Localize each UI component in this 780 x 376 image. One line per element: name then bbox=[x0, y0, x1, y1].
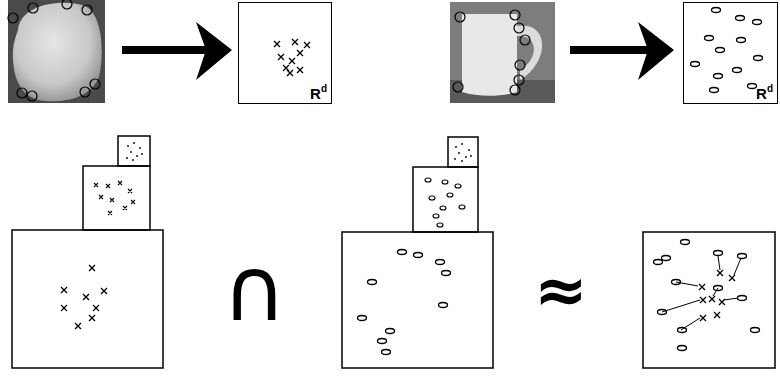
feature-space-box: Rd bbox=[683, 2, 778, 104]
space-label: Rd bbox=[310, 84, 327, 101]
histogram-pyramid bbox=[342, 137, 493, 368]
space-symbol: R bbox=[756, 85, 767, 102]
feature-space-box: Rd bbox=[238, 2, 332, 104]
intersection-symbol: ∩ bbox=[222, 246, 286, 334]
approx-symbol: ≈ bbox=[534, 258, 588, 322]
feature-points bbox=[274, 8, 763, 93]
mug-photo bbox=[450, 2, 555, 103]
histogram-pyramid bbox=[12, 136, 163, 368]
apple-photo bbox=[8, 0, 105, 103]
mapping-arrow bbox=[122, 22, 674, 80]
space-label: Rd bbox=[756, 84, 773, 101]
space-symbol: R bbox=[310, 85, 321, 102]
dimension-superscript: d bbox=[767, 83, 773, 94]
matching-result bbox=[643, 232, 775, 368]
dimension-superscript: d bbox=[321, 83, 327, 94]
